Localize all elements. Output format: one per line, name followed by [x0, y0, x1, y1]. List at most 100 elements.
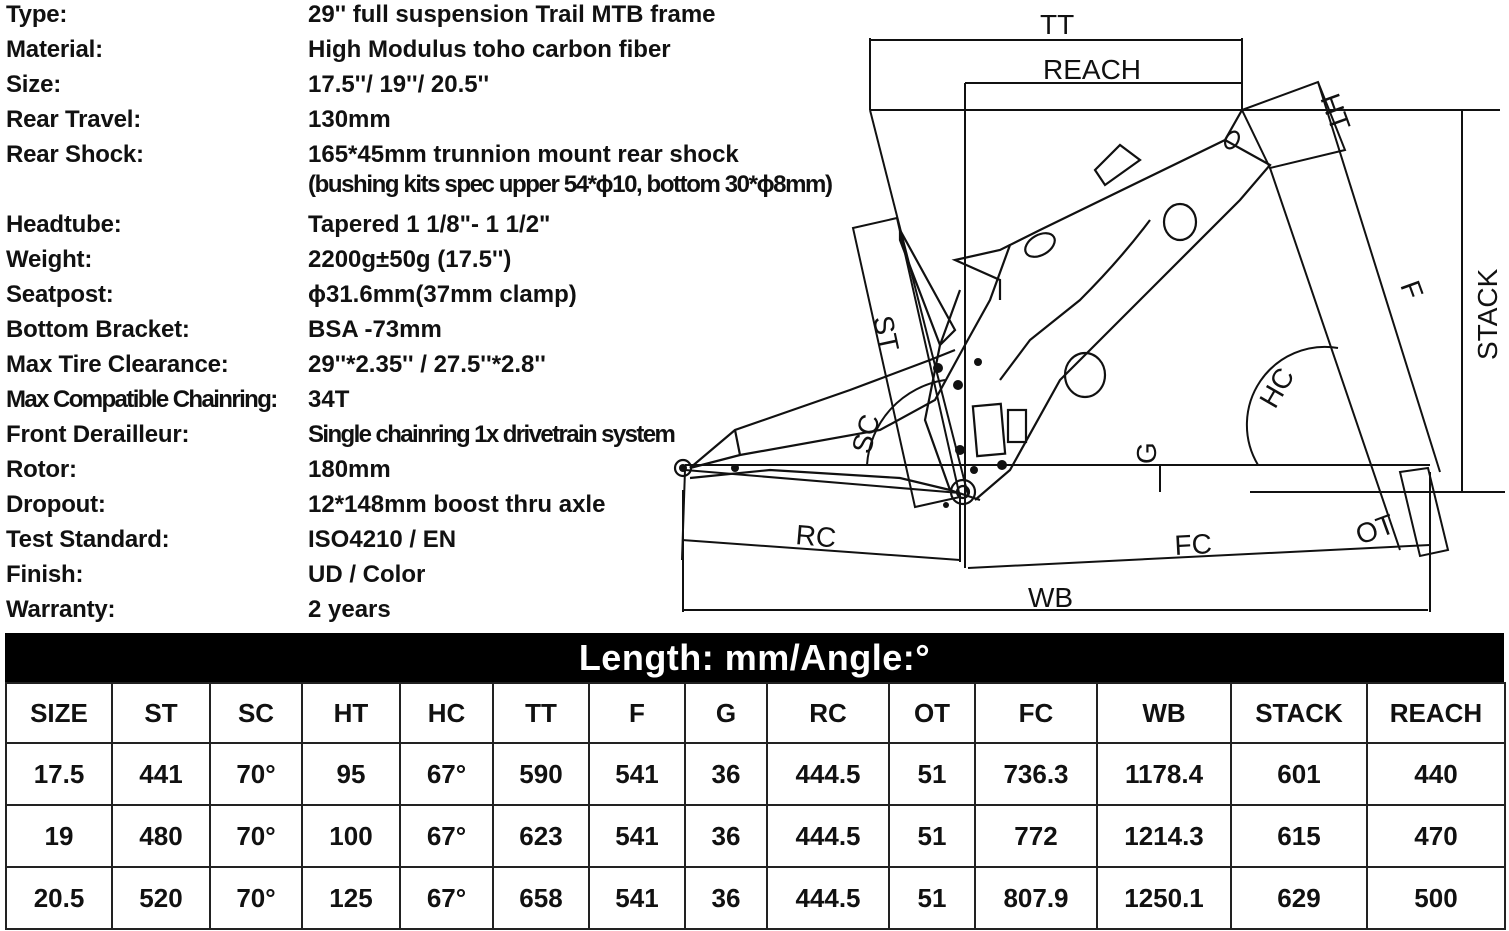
table-cell: 51	[888, 866, 976, 930]
spec-value: 180mm	[308, 456, 391, 483]
geometry-table-title: Length: mm/Angle:°	[5, 633, 1504, 682]
spec-label: Dropout:	[6, 491, 106, 518]
spec-value-line2: (bushing kits spec upper 54*ϕ10, bottom …	[308, 171, 833, 198]
spec-value: 2200g±50g (17.5'')	[308, 246, 512, 273]
spec-label: Finish:	[6, 561, 84, 588]
spec-value: Tapered 1 1/8"- 1 1/2"	[308, 211, 551, 238]
label-st: ST	[867, 313, 905, 354]
column-header: STACK	[1230, 682, 1368, 744]
table-cell: 67°	[399, 804, 494, 868]
table-cell: 95	[301, 742, 401, 806]
table-cell: 20.5	[5, 866, 113, 930]
table-cell: 623	[492, 804, 590, 868]
table-cell: 1178.4	[1096, 742, 1232, 806]
spec-value: High Modulus toho carbon fiber	[308, 36, 671, 63]
table-cell: 520	[111, 866, 211, 930]
spec-value: ISO4210 / EN	[308, 526, 457, 553]
spec-label: Max Tire Clearance:	[6, 351, 229, 378]
table-cell: 36	[684, 742, 768, 806]
spec-value: 2 years	[308, 596, 391, 623]
table-cell: 70°	[209, 804, 303, 868]
spec-value: 29''*2.35'' / 27.5''*2.8''	[308, 351, 546, 378]
column-header: WB	[1096, 682, 1232, 744]
table-cell: 658	[492, 866, 590, 930]
table-cell: 615	[1230, 804, 1368, 868]
column-header: FC	[974, 682, 1098, 744]
label-ht: HT	[1314, 89, 1356, 135]
spec-bottom-bracket: Bottom Bracket: BSA -73mm	[6, 315, 906, 350]
table-cell: 444.5	[766, 866, 890, 930]
table-cell: 807.9	[974, 866, 1098, 930]
table-row: 20.5 520 70° 125 67° 658 541 36 444.5 51…	[5, 866, 1506, 930]
column-header: HC	[399, 682, 494, 744]
label-ot: OT	[1351, 508, 1398, 550]
spec-label: Size:	[6, 71, 62, 98]
spec-label: Bottom Bracket:	[6, 316, 190, 343]
column-header: G	[684, 682, 768, 744]
label-rc: RC	[794, 519, 837, 553]
spec-value: Single chainring 1x drivetrain system	[308, 421, 676, 448]
table-cell: 17.5	[5, 742, 113, 806]
table-cell: 500	[1366, 866, 1506, 930]
spec-finish: Finish: UD / Color	[6, 560, 906, 595]
spec-headtube: Headtube: Tapered 1 1/8"- 1 1/2"	[6, 210, 906, 245]
label-fc: FC	[1174, 528, 1213, 561]
spec-value: ϕ31.6mm(37mm clamp)	[308, 281, 577, 308]
column-header: TT	[492, 682, 590, 744]
table-cell: 70°	[209, 866, 303, 930]
table-cell: 470	[1366, 804, 1506, 868]
spec-test-standard: Test Standard: ISO4210 / EN	[6, 525, 906, 560]
spec-label: Material:	[6, 36, 103, 63]
column-header: RC	[766, 682, 890, 744]
table-cell: 444.5	[766, 742, 890, 806]
spec-value: 165*45mm trunnion mount rear shock (bush…	[308, 140, 833, 200]
column-header: SC	[209, 682, 303, 744]
spec-max-chainring: Max Compatible Chainring: 34T	[6, 385, 906, 420]
spec-seatpost: Seatpost: ϕ31.6mm(37mm clamp)	[6, 280, 906, 315]
spec-dropout: Dropout: 12*148mm boost thru axle	[6, 490, 906, 525]
spec-max-tire-clearance: Max Tire Clearance: 29''*2.35'' / 27.5''…	[6, 350, 906, 385]
spec-label: Max Compatible Chainring:	[6, 386, 278, 413]
spec-value-line1: 165*45mm trunnion mount rear shock	[308, 141, 739, 168]
table-row: 19 480 70° 100 67° 623 541 36 444.5 51 7…	[5, 804, 1506, 868]
table-cell: 36	[684, 804, 768, 868]
spec-label: Warranty:	[6, 596, 116, 623]
label-stack: STACK	[1472, 268, 1503, 360]
spec-value: 12*148mm boost thru axle	[308, 491, 606, 518]
spec-rear-travel: Rear Travel: 130mm	[6, 105, 906, 140]
spec-warranty: Warranty: 2 years	[6, 595, 906, 630]
spec-label: Headtube:	[6, 211, 122, 238]
spec-value: 29'' full suspension Trail MTB frame	[308, 1, 716, 28]
table-cell: 19	[5, 804, 113, 868]
table-cell: 590	[492, 742, 590, 806]
table-cell: 480	[111, 804, 211, 868]
table-cell: 541	[588, 866, 686, 930]
table-cell: 601	[1230, 742, 1368, 806]
label-tt: TT	[1040, 9, 1074, 40]
table-cell: 100	[301, 804, 401, 868]
spec-value: BSA -73mm	[308, 316, 442, 343]
spec-label: Rear Shock:	[6, 141, 144, 168]
table-cell: 67°	[399, 866, 494, 930]
label-sc: SC	[846, 411, 886, 457]
spec-label: Weight:	[6, 246, 93, 273]
table-cell: 440	[1366, 742, 1506, 806]
spec-weight: Weight: 2200g±50g (17.5'')	[6, 245, 906, 280]
label-f: F	[1394, 276, 1429, 303]
spec-type: Type: 29'' full suspension Trail MTB fra…	[6, 0, 906, 35]
table-cell: 1250.1	[1096, 866, 1232, 930]
spec-value: 130mm	[308, 106, 391, 133]
spec-rear-shock: Rear Shock: 165*45mm trunnion mount rear…	[6, 140, 906, 210]
table-cell: 67°	[399, 742, 494, 806]
spec-value: 17.5''/ 19''/ 20.5''	[308, 71, 490, 98]
table-cell: 51	[888, 742, 976, 806]
spec-front-derailleur: Front Derailleur: Single chainring 1x dr…	[6, 420, 906, 455]
spec-label: Front Derailleur:	[6, 421, 190, 448]
spec-label: Rear Travel:	[6, 106, 142, 133]
table-cell: 51	[888, 804, 976, 868]
spec-label: Type:	[6, 1, 68, 28]
geometry-grid: SIZE ST SC HT HC TT F G RC OT FC WB STAC…	[5, 682, 1506, 930]
column-header: HT	[301, 682, 401, 744]
label-g: G	[1131, 442, 1162, 464]
table-cell: 441	[111, 742, 211, 806]
